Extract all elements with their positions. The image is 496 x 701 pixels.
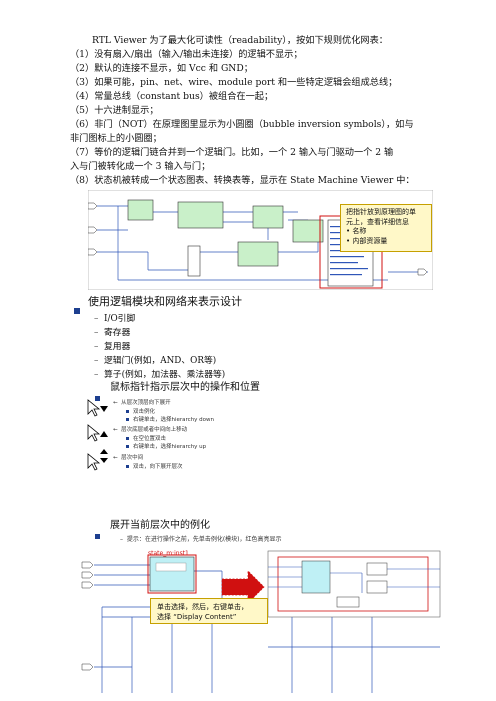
tooltip-item-resources: • 内部资源量	[346, 236, 388, 245]
section2-group-head: ← 从层次顶层向下展开	[113, 400, 171, 406]
hierarchy-up-pointer-icon	[87, 424, 108, 442]
section2-group-item: 右键单击，选择hierarchy up	[126, 444, 206, 451]
rule-6-cont: 非门图标上的小圆圈；	[70, 133, 162, 144]
tooltip-item-name: • 名称	[346, 227, 367, 235]
rule-3: （3）如果可能，pin、net、wire、module port 和一些特定逻辑…	[70, 77, 398, 88]
expand-arrow-icon	[221, 570, 265, 604]
rule-7: （7）等价的逻辑门链合并到一个逻辑门。比如，一个 2 输入与门驱动一个 2 输	[70, 147, 394, 158]
section2-bullet-icon	[95, 386, 100, 405]
rule-5: （5）十六进制显示；	[70, 105, 159, 116]
section1-item: – 算子(例如，加法器、乘法器等)	[94, 370, 226, 380]
rule-1: （1）没有扇入/扇出（输入/输出未连接）的逻辑不显示；	[70, 49, 303, 60]
section1-title: 使用逻辑模块和网络来表示设计	[88, 295, 242, 308]
intro-text: RTL Viewer 为了最大化可读性（readability），按如下规则优化…	[92, 35, 388, 46]
section1-bullet-icon	[74, 299, 80, 318]
section2-group-item: 在空位置双击	[126, 436, 166, 443]
section2-group-head: ← 层次底层或者中间向上移动	[113, 427, 188, 433]
rule-7-cont: 入与门被转化成一个 3 输入与门；	[70, 161, 211, 172]
section3-title: 展开当前层次中的例化	[110, 520, 210, 531]
section2-group-item: 右键单击，选择hierarchy down	[126, 417, 214, 424]
section1-item: – I/O引脚	[94, 314, 136, 324]
tooltip-line-2: 元上，查看详细信息	[346, 217, 409, 226]
section1-item: – 复用器	[94, 342, 131, 352]
display-content-callout: 单击选择，然后，右键单击， 选择 “Display Content”	[150, 598, 268, 624]
section3-bullet-icon	[95, 524, 100, 543]
rule-2: （2）默认的连接不显示，如 Vcc 和 GND；	[70, 63, 253, 74]
section1-item: – 逻辑门(例如，AND、OR等)	[94, 356, 217, 366]
callout-line-2: 选择 “Display Content”	[157, 613, 237, 621]
section2-title: 鼠标指针指示层次中的操作和位置	[110, 382, 260, 393]
section2-group-item: 双击例化	[126, 409, 155, 416]
callout-line-1: 单击选择，然后，右键单击，	[157, 603, 248, 611]
rule-4: （4）常量总线（constant bus）被组合在一起；	[70, 91, 274, 102]
rule-6: （6）非门（NOT）在原理图里显示为小圆圈（bubble inversion s…	[70, 119, 414, 130]
tooltip-line-1: 把指针放到原理图的单	[346, 208, 416, 216]
instance-label: state_m:inst1	[148, 550, 189, 557]
section3-hint: – 提示：在进行操作之前，先单击例化(模块)，红色高亮显示	[120, 536, 282, 543]
schematic-tooltip-note: 把指针放到原理图的单 元上，查看详细信息 • 名称 • 内部资源量	[340, 204, 432, 252]
section2-group-item: 双击，向下展开层次	[126, 464, 183, 471]
section1-item: – 寄存器	[94, 328, 131, 338]
hierarchy-down-pointer-icon	[87, 399, 108, 417]
section2-group-head: ← 层次中间	[113, 455, 144, 461]
hierarchy-middle-pointer-icon	[87, 449, 108, 471]
rule-8: （8）状态机被转成一个状态图表、转换表等，显示在 State Machine V…	[70, 175, 415, 186]
